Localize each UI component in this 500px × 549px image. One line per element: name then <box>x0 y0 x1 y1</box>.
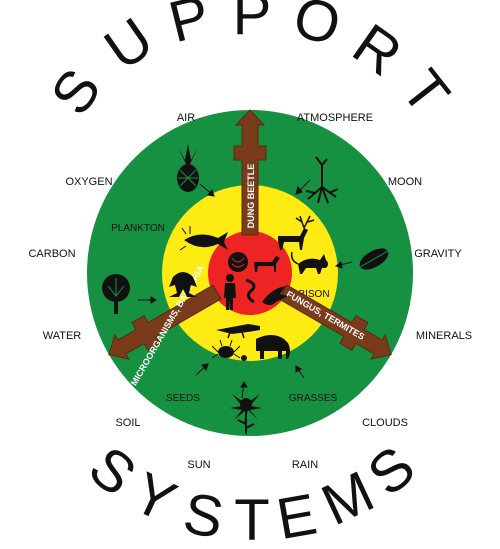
title-letter: P <box>233 0 272 47</box>
tree-roots-icon <box>305 156 339 204</box>
outer-label-oxygen: OXYGEN <box>65 176 112 188</box>
outer-label-moon: MOON <box>388 176 422 188</box>
insects-icon <box>211 339 247 361</box>
leaf-icon <box>359 248 392 270</box>
outer-label-sun: SUN <box>187 459 210 471</box>
dog-icon <box>254 256 280 272</box>
tree-icon <box>102 274 130 314</box>
label-grasses: GRASSES <box>289 393 338 404</box>
title-letter: U <box>93 5 165 82</box>
flower-icon <box>230 388 262 434</box>
outer-label-rain: RAIN <box>292 459 318 471</box>
connector-arrows <box>138 179 353 399</box>
frog-icon <box>169 272 197 297</box>
arrow-right <box>278 284 392 360</box>
deer-icon <box>278 215 315 250</box>
outer-label-atmosphere: ATMOSPHERE <box>297 112 373 124</box>
title-letter: P <box>163 0 216 55</box>
snake-icon <box>245 278 256 304</box>
plankton-fish-icon <box>179 226 228 251</box>
title-letter: R <box>341 11 413 88</box>
outer-label-gravity: GRAVITY <box>414 248 462 260</box>
outer-label-water: WATER <box>43 330 82 342</box>
title-letter: T <box>389 58 462 126</box>
outer-label-carbon: CARBON <box>28 248 75 260</box>
arrow-label-dung-beetle: DUNG BEETLE <box>246 164 256 229</box>
outer-label-clouds: CLOUDS <box>362 417 408 429</box>
elephant-icon <box>256 335 290 359</box>
outer-labels: AIR ATMOSPHERE OXYGEN MOON CARBON GRAVIT… <box>28 112 472 471</box>
outer-label-soil: SOIL <box>115 417 140 429</box>
arrow-left <box>108 284 222 360</box>
title-letter: T <box>234 488 269 549</box>
title-letter: O <box>287 0 347 58</box>
outer-label-air: AIR <box>177 112 195 124</box>
title-letter: S <box>38 57 113 126</box>
title-letter: S <box>179 480 228 549</box>
title-letter: E <box>272 481 321 549</box>
arrow-top <box>233 109 267 236</box>
outer-label-minerals: MINERALS <box>416 330 472 342</box>
label-bison: BISON <box>298 289 329 300</box>
title-top: S U P P O R T <box>38 0 462 126</box>
pineapple-icon <box>177 144 199 192</box>
label-plankton: PLANKTON <box>111 223 165 234</box>
cat-icon <box>290 251 328 274</box>
crocodile-icon <box>216 324 260 339</box>
human-icon <box>224 274 236 310</box>
label-seeds: SEEDS <box>166 393 200 404</box>
bird-icon <box>262 286 288 305</box>
title-bottom: S Y S T E M S <box>77 434 427 549</box>
fish-ball-icon <box>228 252 248 272</box>
